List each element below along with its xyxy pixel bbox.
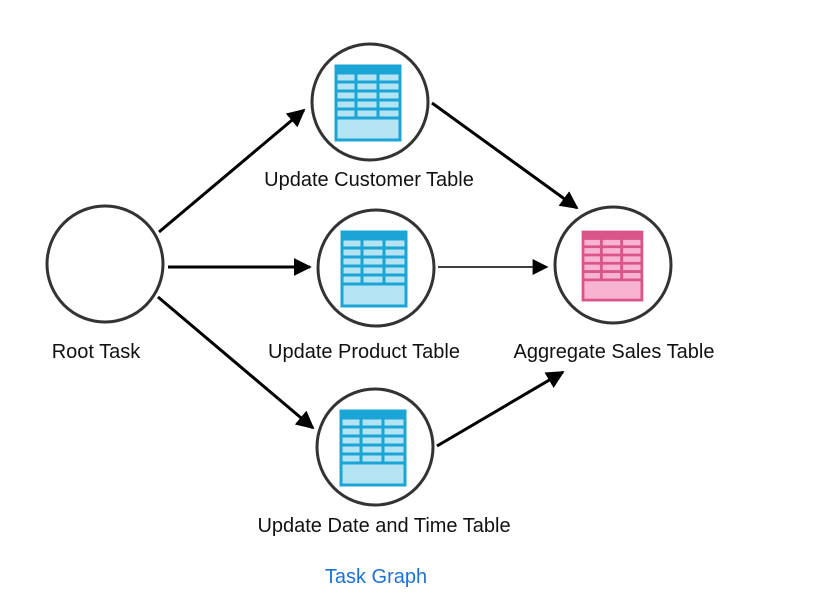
- aggregate-sales-table-label: Aggregate Sales Table: [514, 341, 715, 363]
- node-update-customer-table: [310, 42, 430, 162]
- update-customer-table-label: Update Customer Table: [264, 169, 474, 191]
- node-root: [45, 204, 165, 324]
- table-icon: [340, 230, 408, 308]
- node-aggregate-sales-table: [553, 205, 673, 325]
- edge-root-to-customer: [158, 108, 306, 234]
- table-icon: [339, 409, 407, 487]
- table-icon: [581, 230, 644, 302]
- edge-datetime-to-aggregate: [436, 370, 565, 448]
- table-icon: [334, 64, 402, 142]
- edges: [157, 101, 579, 448]
- update-product-table-label: Update Product Table: [268, 341, 460, 363]
- edge-root-to-datetime: [157, 295, 315, 430]
- diagram-caption: Task Graph: [325, 566, 427, 588]
- update-date-and-time-table-label: Update Date and Time Table: [257, 515, 510, 537]
- root-task-label: Root Task: [52, 341, 142, 363]
- node-update-date-and-time-table: [315, 387, 435, 507]
- node-update-product-table: [316, 208, 436, 328]
- node-ring: [45, 204, 165, 324]
- edge-customer-to-aggregate: [431, 101, 579, 210]
